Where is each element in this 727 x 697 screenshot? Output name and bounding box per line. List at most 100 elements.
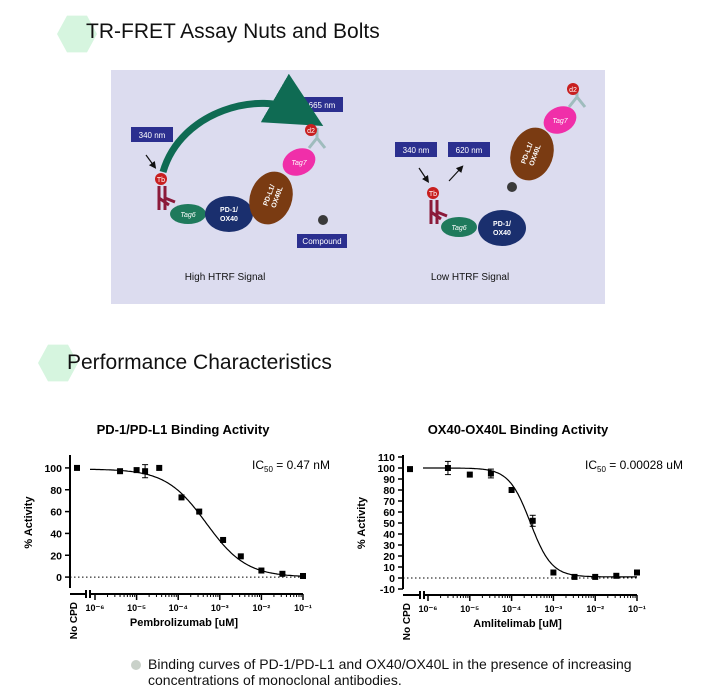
compound-label-box	[297, 234, 347, 248]
x-axis-label: Pembrolizumab [uM]	[130, 617, 239, 629]
trfret-diagram: 340 nm 665 nm Tb Tag6 PD-1/ OX40 PD-L1/ …	[111, 70, 605, 304]
y-tick-label: 100	[377, 463, 395, 475]
y-tick-label: -10	[380, 584, 395, 596]
x-tick-label: 10⁻⁶	[419, 604, 438, 614]
section-title-trfret: TR-FRET Assay Nuts and Bolts	[86, 20, 380, 43]
tag6-shape-right	[441, 217, 477, 237]
tag7-shape	[282, 148, 316, 176]
fit-curve	[423, 467, 637, 578]
y-axis-label: % Activity	[356, 496, 368, 549]
protein-b-shape-right	[510, 127, 554, 181]
data-point	[258, 567, 265, 574]
emission-label: 665 nm	[309, 101, 336, 110]
y-tick-label: 80	[383, 485, 395, 497]
y-tick-label: 20	[383, 551, 395, 563]
caption-bullet-icon	[131, 660, 141, 670]
x-tick-label: 10⁻³	[211, 603, 229, 613]
data-point	[237, 553, 244, 560]
y-tick-label: 110	[378, 452, 395, 464]
acceptor-label-right: d2	[569, 87, 577, 94]
x-tick-label: 10⁻⁶	[86, 603, 105, 613]
compound-label: Compound	[302, 237, 341, 246]
high-signal-caption: High HTRF Signal	[185, 272, 266, 283]
x-tick-label: 10⁻²	[253, 603, 271, 613]
y-tick-label: 20	[50, 550, 62, 562]
x-break-label: No CPD	[402, 603, 413, 640]
excitation-label-right: 340 nm	[403, 146, 430, 155]
tag7-label: Tag7	[291, 160, 307, 167]
ic50-annotation: IC50 = 0.47 nM	[252, 458, 330, 474]
fret-transfer-arrow	[159, 73, 324, 174]
data-point	[142, 468, 149, 475]
data-point	[279, 570, 286, 577]
y-tick-label: 10	[383, 562, 395, 574]
emission-label-right: 620 nm	[456, 146, 483, 155]
trfret-diagram-svg: 340 nm 665 nm Tb Tag6 PD-1/ OX40 PD-L1/ …	[131, 73, 587, 283]
data-point	[508, 487, 515, 493]
chart-ox40-ox40l-svg: OX40-OX40L Binding Activity-100102030405…	[356, 422, 683, 640]
acceptor-d2-icon-right	[567, 83, 579, 95]
chart-title: PD-1/PD-L1 Binding Activity	[97, 422, 271, 437]
emission-label-box-right	[448, 142, 490, 157]
acceptor-antibody-icon	[307, 128, 327, 149]
tag6-label: Tag6	[180, 212, 195, 219]
y-axis-label: % Activity	[23, 496, 35, 549]
protein-a-label: PD-1/	[220, 207, 238, 214]
donor-label: Tb	[157, 177, 165, 184]
protein-a-label-2: OX40	[220, 216, 238, 223]
diagram-left: 340 nm 665 nm Tb Tag6 PD-1/ OX40 PD-L1/ …	[131, 73, 347, 283]
data-point	[117, 468, 124, 475]
x-tick-label: 10⁻³	[545, 604, 563, 614]
data-point	[592, 573, 599, 580]
y-tick-label: 60	[50, 507, 62, 519]
protein-a-shape-right	[478, 210, 526, 246]
tag6-label-right: Tag6	[451, 225, 466, 232]
data-point	[133, 467, 140, 474]
x-tick-label: 10⁻⁴	[169, 603, 188, 613]
excitation-arrow-right	[418, 167, 429, 183]
tag7-shape-right	[543, 106, 577, 134]
low-signal-caption: Low HTRF Signal	[431, 272, 509, 283]
data-point	[196, 508, 203, 515]
data-point	[550, 569, 557, 576]
protein-a-label-right: PD-1/	[493, 221, 511, 228]
chart-title: OX40-OX40L Binding Activity	[428, 422, 609, 437]
x-tick-label: 10⁻¹	[628, 604, 646, 614]
excitation-label: 340 nm	[139, 131, 166, 140]
y-tick-label: 80	[50, 485, 62, 497]
donor-label-right: Tb	[429, 191, 437, 198]
y-tick-label: 0	[389, 573, 395, 585]
data-point	[571, 573, 578, 580]
data-point-no-cpd	[407, 466, 413, 473]
protein-b-shape	[249, 171, 293, 225]
tag6-shape	[170, 204, 206, 224]
emission-arrow-right	[448, 165, 464, 182]
x-tick-label: 10⁻⁵	[460, 604, 479, 614]
acceptor-label: d2	[307, 128, 315, 135]
data-point	[300, 572, 306, 579]
y-tick-label: 30	[383, 540, 395, 552]
acceptor-d2-icon	[305, 124, 317, 136]
data-point-no-cpd	[74, 464, 80, 471]
data-point	[178, 494, 185, 501]
data-point	[466, 471, 473, 478]
x-tick-label: 10⁻⁵	[127, 603, 146, 613]
donor-tb-icon-right	[427, 187, 439, 199]
x-tick-label: 10⁻¹	[294, 603, 312, 613]
compound-dot-icon	[318, 215, 328, 225]
excitation-label-box	[131, 127, 173, 142]
figure-caption: Binding curves of PD-1/PD-L1 and OX40/OX…	[148, 656, 668, 688]
y-tick-label: 90	[383, 474, 395, 486]
ic50-annotation: IC50 = 0.00028 uM	[585, 458, 683, 474]
chart-pd1-pdl1-svg: PD-1/PD-L1 Binding Activity020406080100%…	[23, 422, 330, 639]
data-point	[634, 569, 640, 576]
excitation-label-box-right	[395, 142, 437, 157]
y-tick-label: 60	[383, 507, 395, 519]
y-tick-label: 40	[383, 529, 395, 541]
data-point	[156, 464, 163, 471]
data-point	[444, 465, 451, 471]
data-point	[613, 572, 620, 579]
y-tick-label: 100	[44, 463, 62, 475]
data-point	[487, 470, 494, 477]
